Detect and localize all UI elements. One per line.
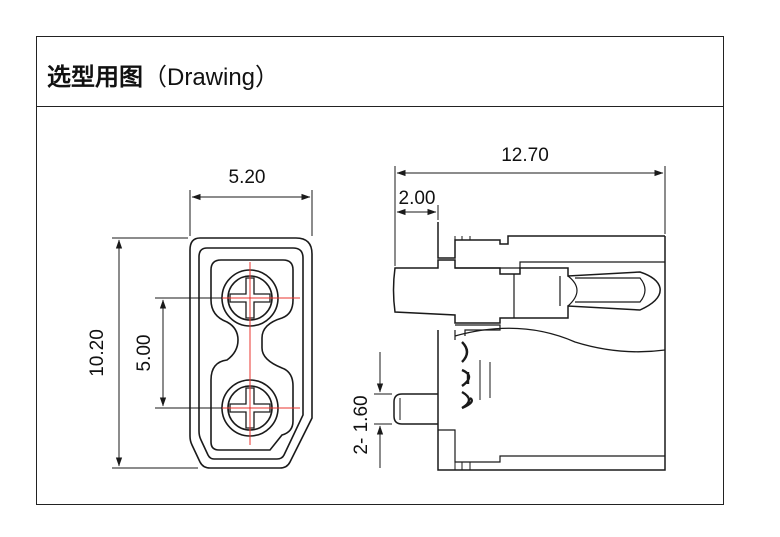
front-centerlines: [208, 262, 300, 445]
header-bar: 选型用图（Drawing）: [37, 37, 723, 107]
drawing-frame: 选型用图（Drawing）: [36, 36, 724, 505]
dim-side-length: 12.70: [501, 145, 549, 166]
dim-front-height: 10.20: [87, 329, 108, 377]
dim-front-width: 5.20: [229, 167, 266, 188]
front-pin-bottom-slot: [229, 387, 271, 429]
side-cup-inner: [513, 274, 646, 318]
front-dimensions: [112, 190, 313, 469]
side-pin-stub: [393, 393, 438, 425]
side-top-ticks: [454, 236, 471, 240]
side-bottom-base: [438, 429, 665, 463]
side-body-right: [500, 236, 666, 471]
dim-pin-diameter: 2- 1.60: [351, 395, 372, 454]
side-top-flange: [437, 222, 665, 259]
title-english: （Drawing）: [143, 64, 280, 91]
side-bottom-ticks: [454, 462, 471, 470]
side-body-curve: [454, 327, 666, 353]
page-title: 选型用图（Drawing）: [47, 57, 279, 92]
side-body-mid: [454, 324, 501, 340]
front-housing-inner: [198, 247, 304, 460]
side-cable-lug: [392, 259, 661, 324]
front-housing-outer: [189, 237, 313, 469]
dim-pin-spacing: 5.00: [134, 335, 155, 372]
side-view: [392, 222, 666, 471]
title-chinese: 选型用图: [47, 63, 143, 91]
front-pin-top-slot: [229, 277, 271, 319]
side-body-left: [437, 330, 500, 471]
front-view: [189, 237, 313, 469]
front-pin-pocket: [210, 259, 294, 451]
side-lug-step: [455, 261, 665, 269]
side-embossed-text: [461, 341, 473, 410]
side-dimensions: [374, 166, 666, 468]
dim-side-offset: 2.00: [399, 188, 436, 209]
side-embossed-ribs: [479, 360, 491, 400]
